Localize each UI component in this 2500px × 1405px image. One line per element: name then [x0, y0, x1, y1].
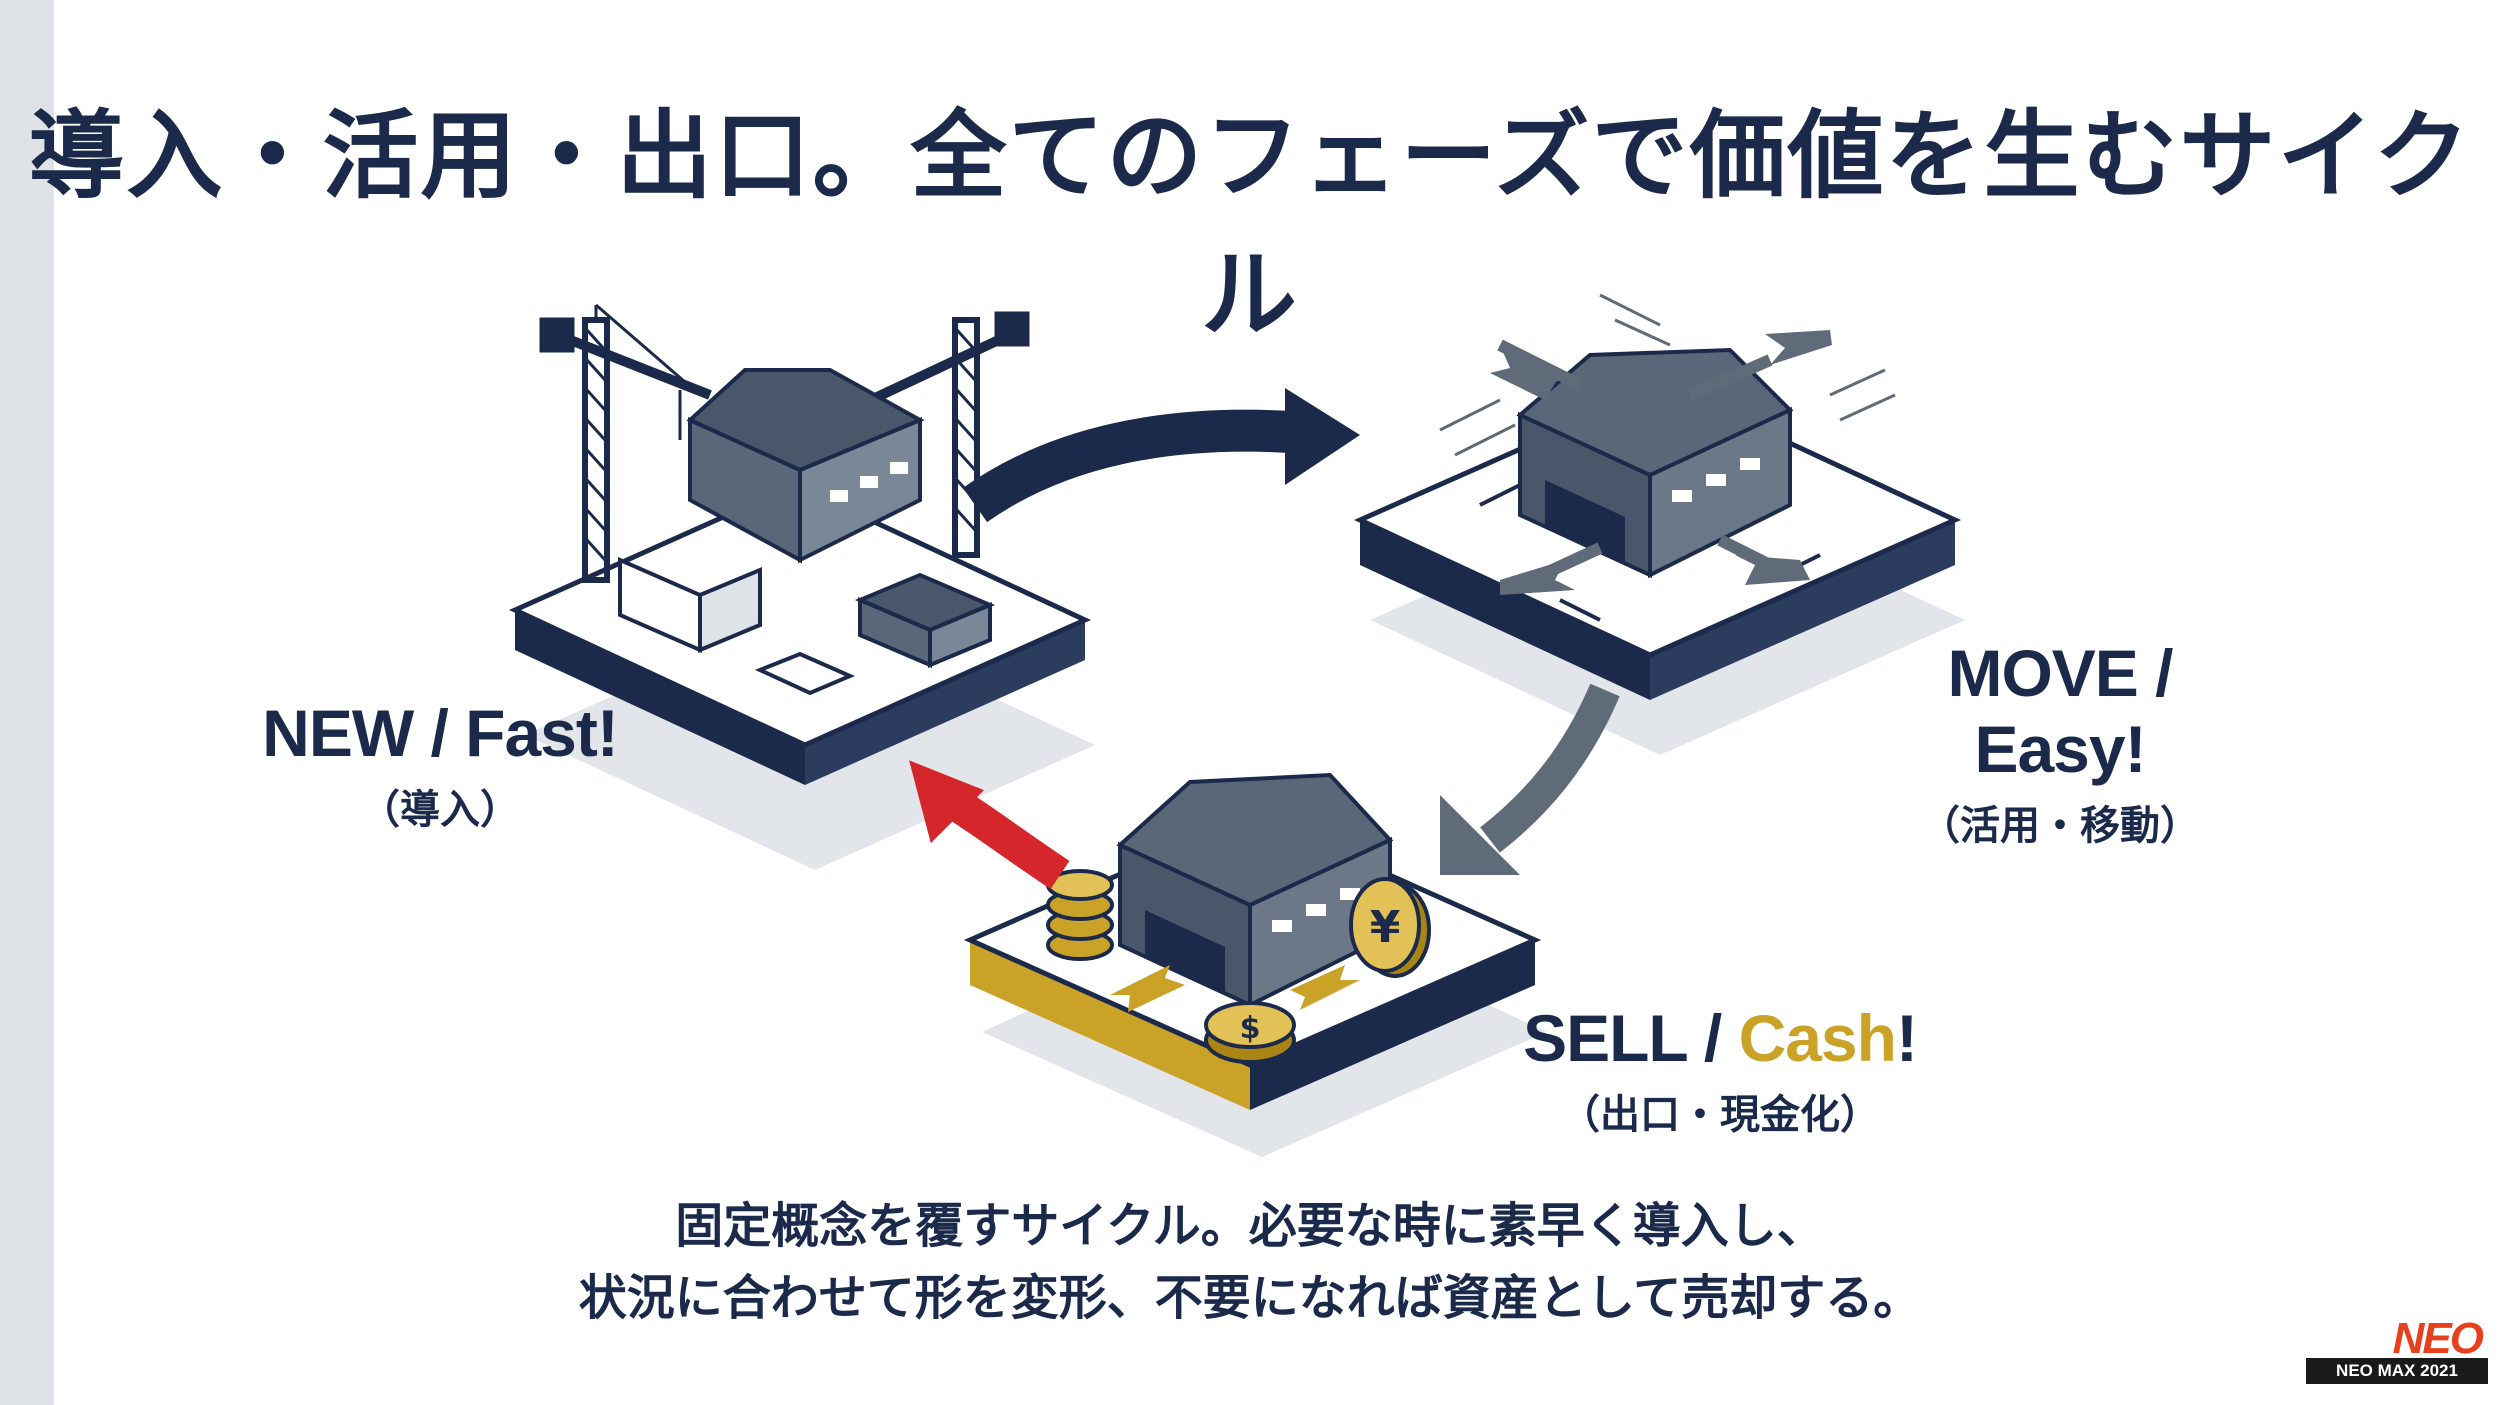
dollar-symbol: $ [1240, 1011, 1261, 1046]
construction-building [618, 368, 996, 696]
caption-line-2: 状況に合わせて形を変形、不要になれば資産として売却する。 [578, 1270, 1922, 1326]
phase-new-title: NEW / Fast! [262, 696, 619, 770]
phase-sell-title-accent: Cash [1738, 1001, 1897, 1075]
phase-new-subtitle: （導入） [360, 787, 520, 833]
left-sidebar-strip [0, 0, 54, 1405]
arrow-new-to-move [962, 388, 1360, 523]
phase-label-move: MOVE / Easy! （活用・移動） [1860, 635, 2260, 851]
phase-sell-title-suffix: ! [1895, 1001, 1918, 1075]
arrow-sell-to-new [909, 760, 1070, 890]
move-direction-arrows [1490, 330, 1832, 595]
coin-stack [1046, 869, 1114, 961]
phase-sell-title: SELL / Cash! [1520, 1000, 1920, 1076]
motion-lines [1439, 293, 1896, 457]
phase-move-title: MOVE / Easy! [1947, 636, 2173, 786]
phase-sell-title-prefix: SELL / [1523, 1001, 1739, 1075]
neo-logo-mark: NEO [2392, 1314, 2484, 1363]
caption-line-1: 固定概念を覆すサイクル。必要な時に素早く導入し、 [675, 1198, 1825, 1254]
phase-label-new: NEW / Fast! （導入） [260, 695, 620, 835]
yen-symbol: ¥ [1370, 902, 1401, 953]
sell-gold-arrows [1110, 965, 1360, 1012]
construction-cranes [539, 303, 1030, 583]
phase-sell-subtitle: （出口・現金化） [1560, 1092, 1880, 1138]
phase-move-subtitle: （活用・移動） [1920, 803, 2200, 849]
caption: 固定概念を覆すサイクル。必要な時に素早く導入し、 状況に合わせて形を変形、不要に… [0, 1190, 2500, 1334]
dollar-coin: $ [1204, 1001, 1296, 1064]
arrow-move-to-sell [1440, 683, 1620, 875]
slide-title: 導入・活用・出口。全てのフェーズで価値を生むサイクル [28, 100, 2472, 351]
yen-coin: ¥ [1349, 877, 1431, 978]
neo-logo: NEO NEO MAX 2021 [2306, 1314, 2488, 1386]
phase-label-sell: SELL / Cash! （出口・現金化） [1520, 1000, 1920, 1140]
neo-logo-text: NEO MAX 2021 [2306, 1358, 2488, 1384]
warehouse-sell [1116, 772, 1394, 1009]
